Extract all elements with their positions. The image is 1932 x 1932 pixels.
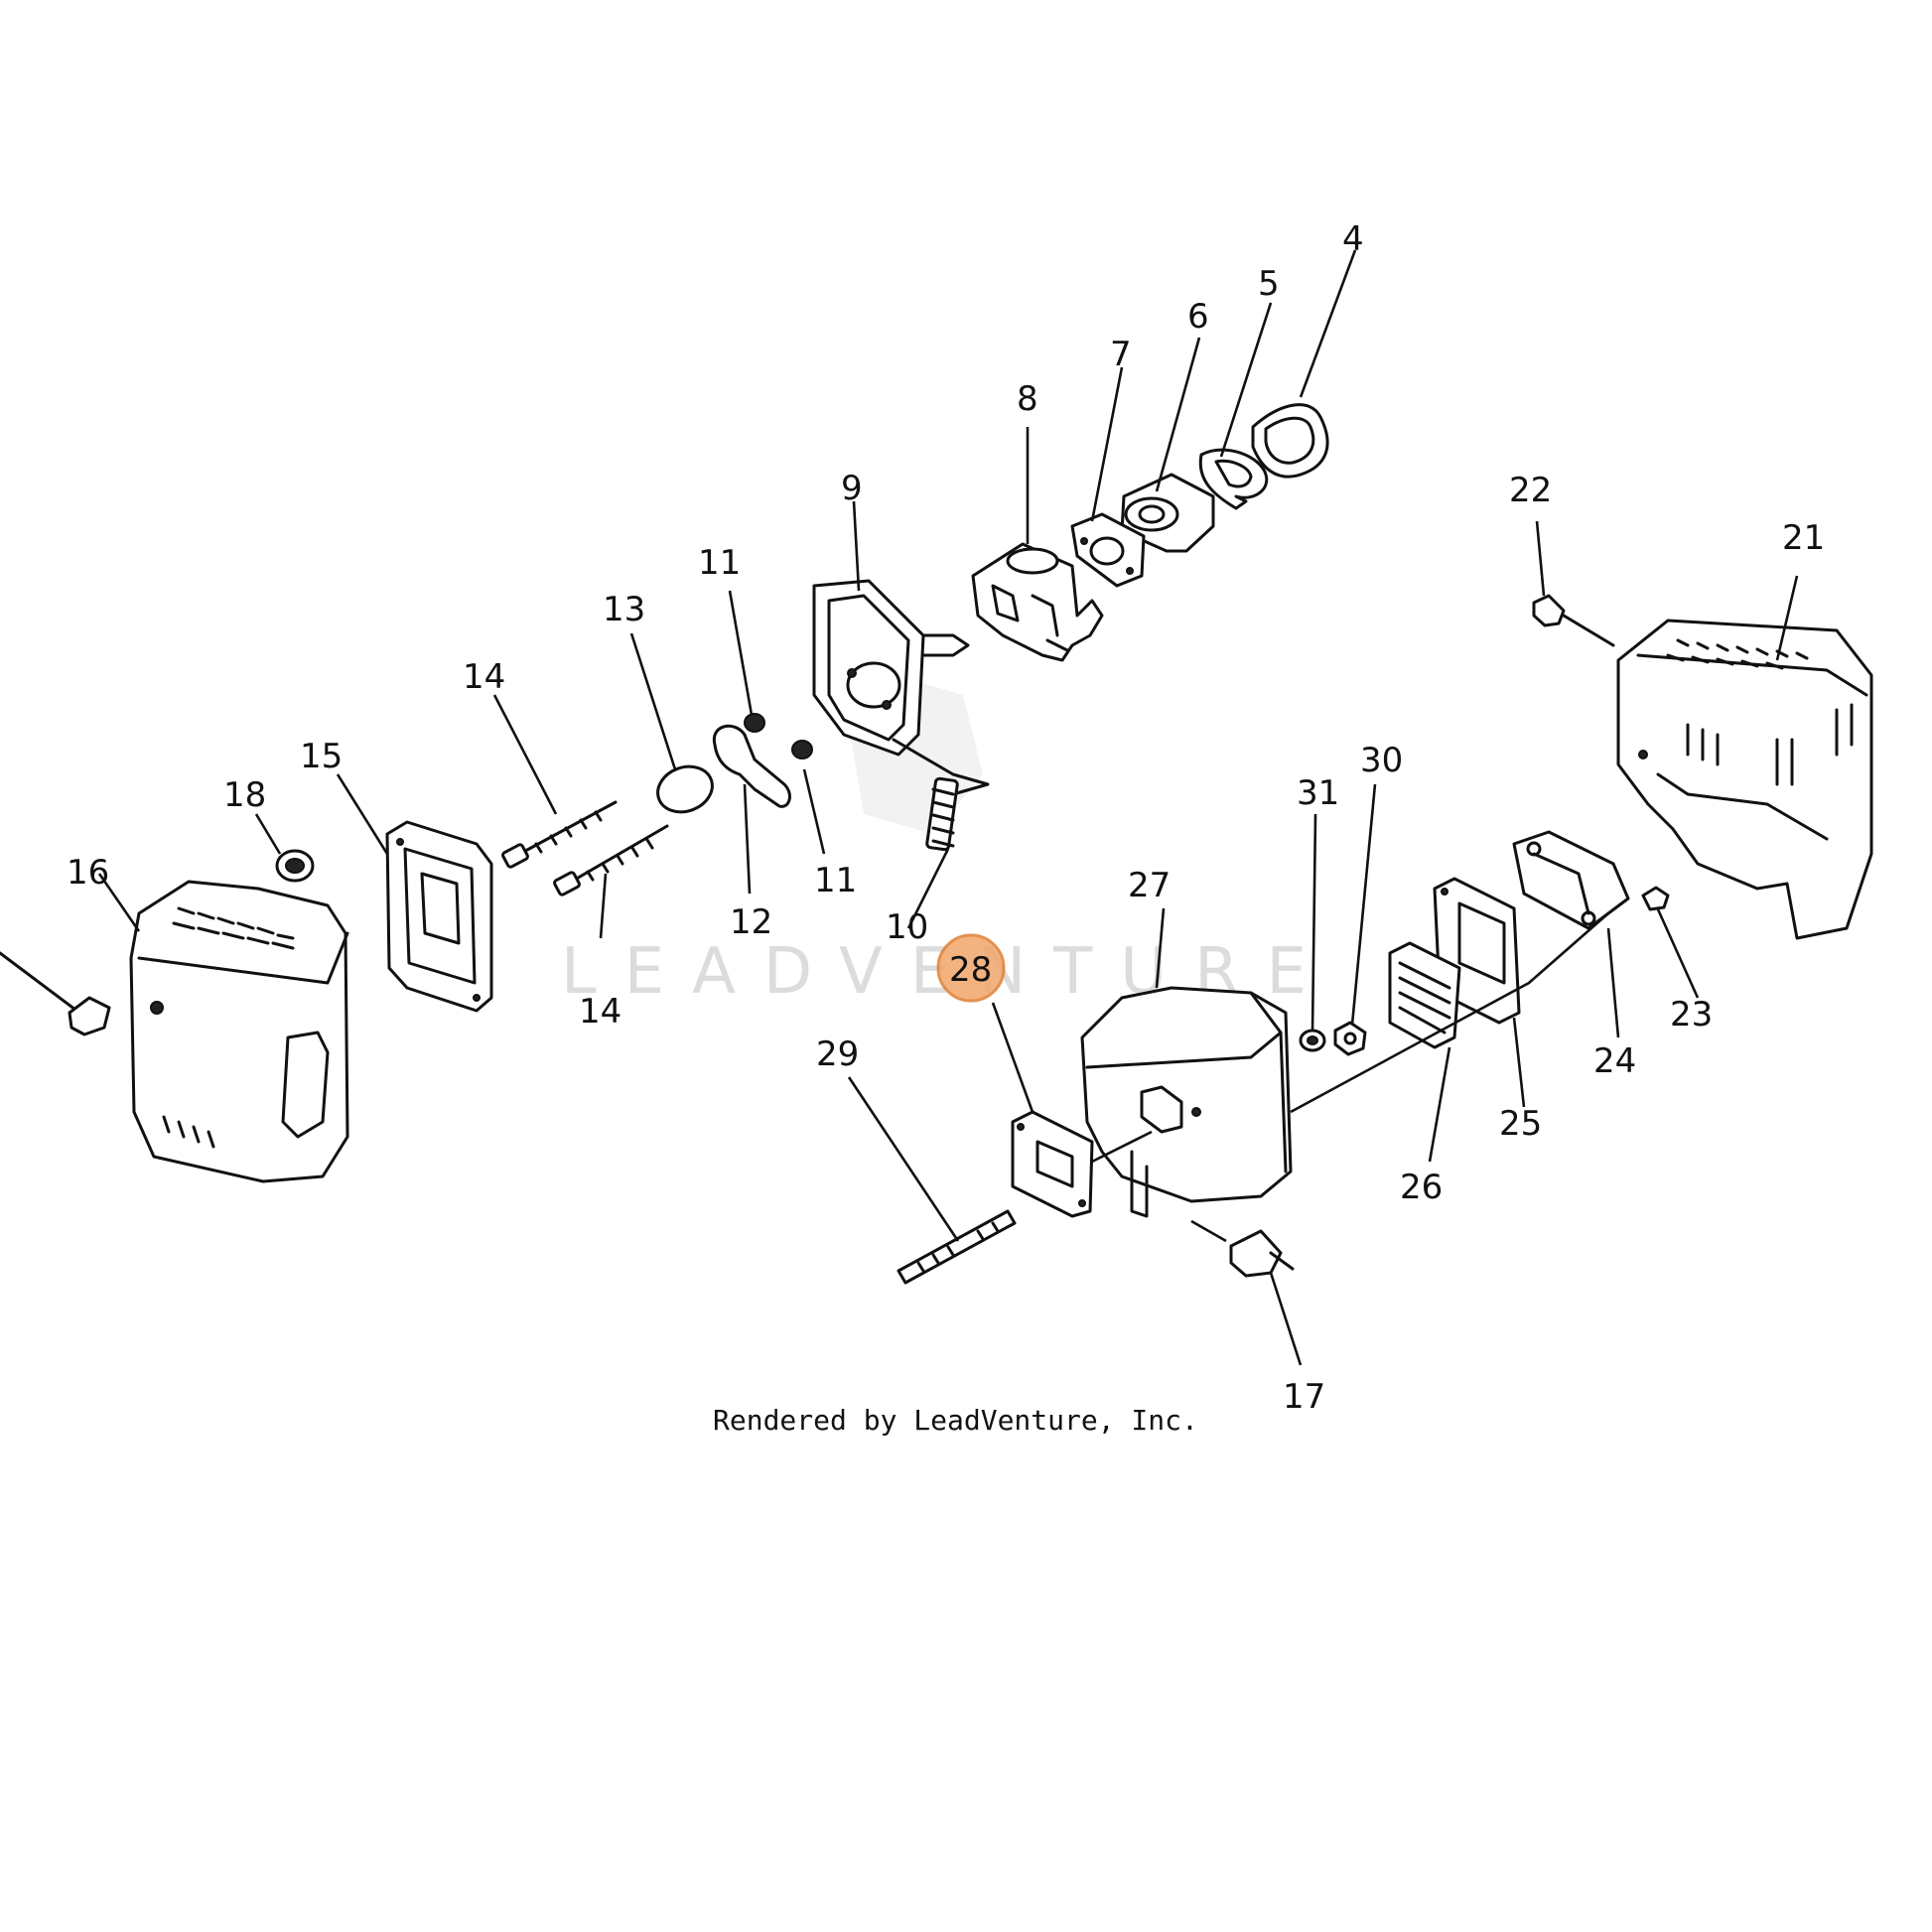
part-31-washer[interactable] bbox=[1299, 1029, 1326, 1052]
callout-7[interactable]: 7 bbox=[1110, 335, 1132, 374]
part-18-nut[interactable] bbox=[275, 849, 315, 883]
callout-6[interactable]: 6 bbox=[1187, 297, 1209, 337]
assembly-axis-lines bbox=[1091, 912, 1609, 1243]
part-11-nut-upper[interactable] bbox=[744, 713, 765, 733]
callout-labels: 4 5 6 7 8 9 10 11 11 12 13 14 14 15 16 1… bbox=[67, 219, 1825, 1417]
callout-9[interactable]: 9 bbox=[841, 469, 863, 508]
callout-13[interactable]: 13 bbox=[603, 590, 645, 629]
part-15-gasket[interactable] bbox=[385, 820, 493, 1013]
callout-27[interactable]: 27 bbox=[1128, 866, 1171, 905]
part-8-carburetor[interactable] bbox=[971, 542, 1104, 662]
callout-8[interactable]: 8 bbox=[1017, 379, 1038, 419]
callout-30[interactable]: 30 bbox=[1360, 741, 1403, 780]
part-4-gasket[interactable] bbox=[1251, 403, 1329, 479]
part-30-nut[interactable] bbox=[1333, 1021, 1367, 1056]
part-22-bolt[interactable] bbox=[1532, 594, 1615, 647]
callout-4[interactable]: 4 bbox=[1342, 219, 1364, 259]
callout-22[interactable]: 22 bbox=[1509, 471, 1552, 510]
part-5-gasket[interactable] bbox=[1198, 448, 1269, 510]
callout-29[interactable]: 29 bbox=[816, 1035, 859, 1074]
part-14-screw-lower[interactable] bbox=[553, 824, 669, 897]
part-14-screw-upper[interactable] bbox=[501, 800, 618, 869]
part-28-muffler-gasket[interactable] bbox=[1011, 1110, 1094, 1218]
part-26-spark-screen[interactable] bbox=[1388, 941, 1461, 1049]
part-23-screw[interactable] bbox=[1641, 886, 1670, 911]
callout-14-upper[interactable]: 14 bbox=[463, 657, 505, 697]
part-29-stud[interactable] bbox=[897, 1209, 1017, 1285]
part-6-insulator[interactable] bbox=[1120, 473, 1215, 553]
part-21-heat-shield[interactable] bbox=[1616, 619, 1873, 940]
part-13-choke-plate[interactable] bbox=[651, 759, 719, 819]
callout-10[interactable]: 10 bbox=[886, 907, 928, 947]
callout-15[interactable]: 15 bbox=[300, 737, 343, 776]
callout-17[interactable]: 17 bbox=[1283, 1377, 1325, 1417]
leader-lines bbox=[97, 249, 1799, 1366]
callout-26[interactable]: 26 bbox=[1400, 1168, 1443, 1207]
callout-28[interactable]: 28 bbox=[949, 950, 992, 990]
part-16-cleaner-cover[interactable] bbox=[129, 880, 349, 1183]
callout-12[interactable]: 12 bbox=[730, 902, 772, 942]
part-17-bolt[interactable] bbox=[1229, 1229, 1295, 1278]
callout-23[interactable]: 23 bbox=[1670, 995, 1713, 1035]
callout-31[interactable]: 31 bbox=[1297, 773, 1339, 813]
render-credit: Rendered by LeadVenture, Inc. bbox=[713, 1404, 1198, 1437]
callout-11-lower[interactable]: 11 bbox=[814, 861, 857, 900]
part-7-gasket[interactable] bbox=[1070, 512, 1146, 588]
callout-25[interactable]: 25 bbox=[1499, 1104, 1542, 1144]
callout-21[interactable]: 21 bbox=[1782, 518, 1825, 558]
part-11-nut-lower[interactable] bbox=[791, 740, 813, 759]
callout-24[interactable]: 24 bbox=[1593, 1041, 1636, 1081]
part-16-bolt[interactable] bbox=[0, 951, 111, 1036]
part-9-cleaner-base[interactable] bbox=[812, 579, 990, 796]
callout-18[interactable]: 18 bbox=[223, 775, 266, 815]
callout-5[interactable]: 5 bbox=[1258, 264, 1280, 304]
callout-11-upper[interactable]: 11 bbox=[698, 543, 741, 583]
part-12-choke-lever[interactable] bbox=[712, 724, 791, 808]
part-10-spring[interactable] bbox=[925, 776, 959, 852]
callout-28-highlight bbox=[936, 933, 1006, 1003]
part-27-muffler[interactable] bbox=[1080, 986, 1293, 1218]
part-24-exhaust-flange[interactable] bbox=[1512, 830, 1630, 930]
callout-14-lower[interactable]: 14 bbox=[579, 992, 621, 1032]
callout-16[interactable]: 16 bbox=[67, 853, 109, 893]
